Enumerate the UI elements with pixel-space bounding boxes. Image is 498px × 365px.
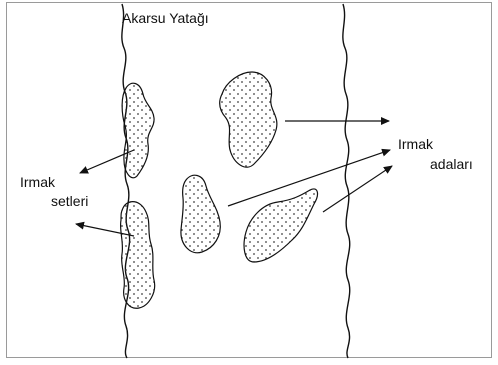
right-riverbank-line	[343, 4, 350, 358]
levees-label-line2: setleri	[51, 194, 88, 208]
island-upper	[220, 72, 277, 167]
levee-lower	[121, 202, 155, 309]
diagram-title: Akarsu Yatağı	[122, 11, 209, 25]
islands-label-line2: adaları	[430, 157, 473, 171]
levee-upper	[122, 83, 154, 178]
arrow-from-island-lower	[323, 166, 392, 212]
island-middle	[181, 175, 220, 253]
levees-label-line1: Irmak	[20, 175, 55, 189]
island-lower	[244, 189, 317, 262]
islands-label-line1: Irmak	[398, 137, 433, 151]
